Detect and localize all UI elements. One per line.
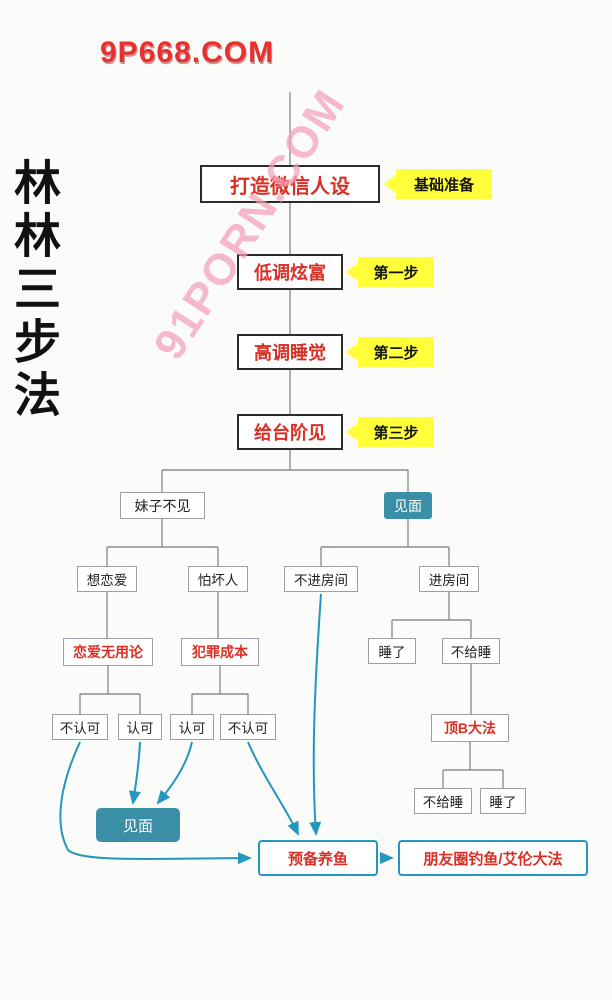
node-love-useless-theory: 恋爱无用论 <box>63 638 153 666</box>
arrow-no-enter-room-to-prep-fish <box>309 593 322 836</box>
node-agree-left: 认可 <box>118 714 162 740</box>
arrow-disagree-left-to-prep-fish <box>59 741 252 865</box>
node-no-sleep-2: 不给睡 <box>414 788 472 814</box>
node-step-persona: 打造微信人设 <box>200 165 380 203</box>
node-moments-fishing-method: 朋友圈钓鱼/艾伦大法 <box>398 840 588 876</box>
node-dingb-method: 顶B大法 <box>431 714 509 742</box>
tag-step-basic-prep: 基础准备 <box>396 169 492 199</box>
connector-lines <box>79 92 504 788</box>
arrow-agree-left-to-meet <box>128 741 141 805</box>
node-agree-right: 认可 <box>170 714 214 740</box>
node-meet-top: 见面 <box>384 492 432 519</box>
node-meet-bottom: 见面 <box>96 808 180 842</box>
node-step-sleep-loudly: 高调睡觉 <box>237 334 343 370</box>
node-want-love: 想恋爱 <box>77 566 137 592</box>
node-prepare-fishing: 预备养鱼 <box>258 840 378 876</box>
node-crime-cost: 犯罪成本 <box>181 638 259 666</box>
node-step-flaunt-wealth: 低调炫富 <box>237 254 343 290</box>
arrow-agree-right-to-meet <box>156 741 193 805</box>
node-step-give-excuse: 给台阶见 <box>237 414 343 450</box>
tag-step-two: 第二步 <box>358 337 434 367</box>
node-fear-bad-people: 怕坏人 <box>188 566 248 592</box>
tag-step-three: 第三步 <box>358 417 434 447</box>
node-disagree-right: 不认可 <box>220 714 276 740</box>
node-enter-room: 进房间 <box>419 566 479 592</box>
node-slept: 睡了 <box>368 638 416 664</box>
node-girl-no-meet: 妹子不见 <box>120 492 205 519</box>
arrow-disagree-right-to-prep-fish <box>247 741 299 836</box>
node-disagree-left: 不认可 <box>52 714 108 740</box>
side-title: 林林三步法 <box>7 158 60 423</box>
node-no-sleep: 不给睡 <box>442 638 500 664</box>
node-slept-2: 睡了 <box>480 788 526 814</box>
tag-step-one: 第一步 <box>358 257 434 287</box>
node-not-enter-room: 不进房间 <box>284 566 358 592</box>
